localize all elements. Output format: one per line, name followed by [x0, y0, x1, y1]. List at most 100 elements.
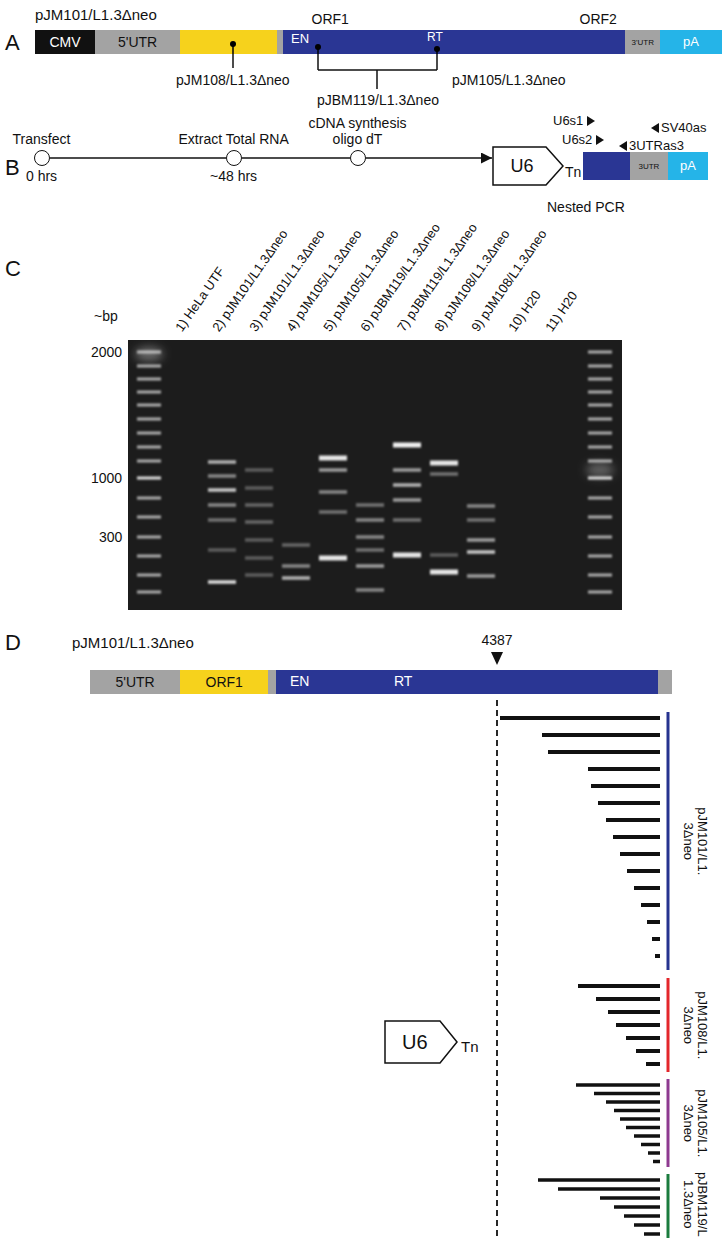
timeline-connector [366, 157, 492, 159]
ladder-band [588, 574, 612, 577]
insertion-bar [620, 1117, 660, 1121]
gel-band [319, 556, 347, 561]
insertion-bar [641, 903, 660, 907]
gel-band [208, 518, 236, 522]
promoter-outline [493, 147, 563, 185]
position-marker [491, 652, 503, 665]
size-unit: ~bp [94, 308, 118, 324]
orf1-box: ORF1 [180, 30, 277, 54]
step-time: ~48 hrs [210, 168, 257, 184]
gel-band [393, 468, 421, 472]
insertion-bar [655, 954, 660, 958]
primer-label: U6s1 [553, 114, 583, 129]
insertion-bar [614, 1109, 660, 1113]
insertion-bar [634, 1223, 660, 1227]
insertion-bar [558, 1187, 660, 1191]
gel-band [356, 564, 384, 568]
gel-band [319, 456, 347, 461]
domain-name: EN [291, 32, 309, 47]
ladder-band [137, 446, 161, 449]
promoter-shape: U6 [492, 146, 564, 186]
mutation-dot [230, 41, 236, 47]
ladder-band [137, 516, 161, 519]
primer-label: 3UTRas3 [629, 139, 684, 154]
domain-name: RT [427, 31, 443, 45]
gel-band [356, 503, 384, 507]
insertion-bar [636, 1049, 660, 1053]
mutation-marks [180, 30, 277, 54]
insertion-bar [616, 1023, 660, 1027]
mutation-leader [436, 54, 438, 70]
primer-label: U6s2 [562, 133, 592, 148]
insertion-bar [624, 1214, 660, 1218]
gel-band [245, 556, 273, 560]
node-text: 3UTR [639, 162, 660, 171]
orf2-segment [583, 152, 630, 180]
ladder-band [137, 591, 161, 594]
insertion-bar [608, 1010, 660, 1014]
gel-band [393, 498, 421, 502]
mutation-leader [317, 54, 319, 70]
orf2-box: ORF2ENRT [283, 30, 625, 54]
gel-band [356, 535, 384, 539]
gel-band [393, 483, 421, 487]
group-label: pJBM119/L1.3Δneo [681, 1168, 710, 1240]
insertion-bar [598, 801, 660, 805]
ladder-band [588, 446, 612, 449]
mutant-label: pJM105/L1.3Δneo [452, 72, 566, 88]
panel-letter: A [5, 30, 20, 55]
node-text: U6 [402, 1031, 428, 1054]
node-text: 3'UTR [632, 38, 654, 47]
utr-box: 5'UTR [95, 30, 180, 54]
mutation-leader [232, 54, 234, 68]
gel-band [208, 548, 236, 552]
domain-name: EN [290, 673, 309, 689]
timeline-step: Extract Total RNA~48 hrs [226, 150, 242, 166]
insertion-bar [634, 1134, 660, 1138]
position-number: 4387 [482, 632, 513, 648]
primer-arrow [587, 116, 595, 126]
ladder-band [137, 391, 161, 394]
step-name: Transfect [13, 131, 71, 147]
ladder-band [588, 536, 612, 539]
ladder-band [588, 351, 612, 354]
insertion-bar [548, 750, 660, 754]
ladder-band [137, 432, 161, 435]
polya-box: pA [660, 30, 722, 54]
insertion-bar [600, 1196, 660, 1200]
step-time: 0 hrs [26, 168, 57, 184]
ladder-band [588, 497, 612, 500]
timeline-step: Transfect0 hrs [34, 150, 50, 166]
primer-arrow [651, 123, 659, 133]
orf-heading: ORF2 [580, 11, 617, 27]
gel-band [282, 576, 310, 580]
gel-band [245, 573, 273, 577]
insertion-bar [646, 1062, 660, 1066]
node-text: pA [680, 159, 696, 174]
gel-glow [586, 463, 614, 477]
group-label: pJM101/L1.3Δneo [681, 805, 710, 877]
size-marker: 300 [99, 529, 122, 545]
panel-letter: B [5, 155, 20, 180]
mutant-label: pJM108/L1.3Δneo [176, 72, 290, 88]
timeline-connector [242, 157, 350, 159]
gel-image [128, 340, 622, 610]
polyt-label: Tn [565, 164, 581, 180]
construct-name: pJM101/L1.3Δneo [35, 6, 157, 23]
gel-glow [135, 347, 163, 361]
ladder-band [137, 378, 161, 381]
size-marker: 1000 [91, 470, 122, 486]
utr-box: 5'UTR [90, 670, 180, 694]
insertion-bar [578, 984, 660, 988]
ladder-band [588, 391, 612, 394]
ladder-band [588, 432, 612, 435]
ladder-band [588, 555, 612, 558]
ladder-band [137, 477, 161, 480]
gel-band [208, 580, 236, 584]
gel-band [282, 543, 310, 547]
gel-band [319, 510, 347, 514]
mutation-marks [283, 30, 625, 54]
promoter-outline [385, 1021, 457, 1063]
domain-name: RT [394, 673, 412, 689]
